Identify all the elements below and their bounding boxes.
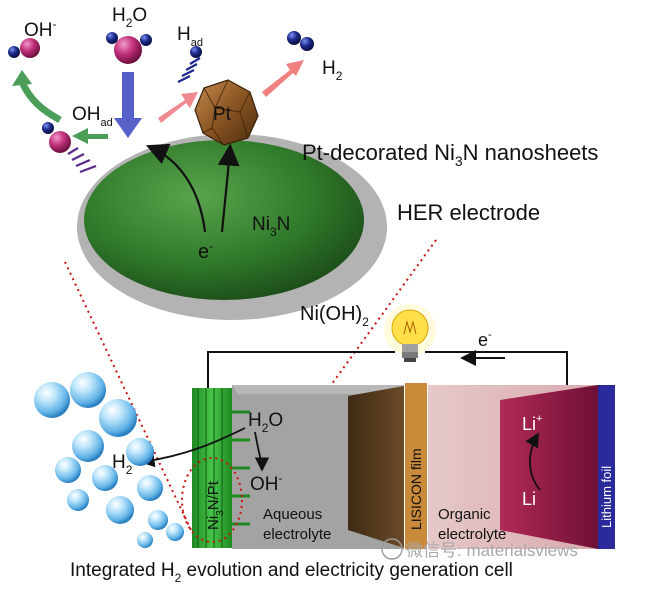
ni3n-pt-vertical-label: Ni3N/Pt (205, 480, 226, 530)
h-ad-label: Had (177, 24, 203, 49)
h2o-down-arrow (114, 72, 142, 138)
to-pt-arrow (158, 92, 198, 123)
external-circuit: e- (207, 329, 568, 388)
h-ad-atom (177, 46, 202, 83)
battery-cell (181, 383, 615, 549)
oh-ad-molecule (42, 122, 97, 174)
lithium-foil (598, 385, 615, 549)
nanosheets-label: Pt-decorated Ni3N nanosheets (302, 140, 598, 169)
zoom-circle (181, 457, 243, 543)
light-bulb-icon (384, 304, 436, 362)
h2o-cell-label: H2O (248, 410, 283, 435)
oh-release-arrow (18, 80, 62, 124)
watermark: 微信号: materialsviews (381, 538, 578, 560)
caption: Integrated H2 evolution and electricity … (70, 560, 513, 585)
cell-labels: H2O H2 OH- Ni3N/Pt Aqueous electrolyte L… (112, 410, 614, 543)
h2-release-arrow (262, 60, 304, 97)
oh-minus-molecule (8, 38, 40, 58)
ni3n-label: Ni3N (252, 214, 290, 239)
nioh2-label: Ni(OH)2 (300, 303, 369, 329)
circuit-electron-label: e- (478, 329, 492, 350)
e-minus-label: e- (198, 239, 213, 263)
li-label: Li (522, 489, 536, 509)
lithium-foil-label: Lithium foil (599, 466, 614, 528)
organic-label-1: Organic (438, 506, 491, 523)
lisicon-label: LISICON film (408, 448, 424, 530)
top-labels: OH- H2O Had OHad Pt H2 Pt-decorated Ni3N… (24, 5, 598, 329)
hydrogen-bubbles (34, 372, 184, 548)
ni3n-pt-electrode (192, 388, 232, 548)
h2o-molecule (106, 32, 152, 64)
lisicon-film (405, 383, 427, 549)
pt-nanoparticle (194, 79, 259, 146)
watermark-text: 微信号: materialsviews (406, 541, 578, 560)
oh-ad-label: OHad (72, 104, 113, 129)
cell-reaction-arrows (140, 427, 541, 491)
oh-cell-label: OH- (250, 471, 283, 495)
aqueous-label-2: electrolyte (263, 526, 331, 543)
electron-arrows (145, 143, 240, 233)
her-electrode-particle (77, 134, 387, 320)
oh-minus-label: OH- (24, 17, 57, 41)
li-plus-label: Li+ (522, 413, 542, 434)
aqueous-label-1: Aqueous (263, 506, 322, 523)
brown-slab (348, 386, 404, 548)
organic-label-2: electrolyte (438, 526, 506, 543)
reaction-arrows (12, 60, 304, 144)
her-electrode-label: HER electrode (397, 200, 540, 225)
lithium-slab (500, 385, 598, 549)
h2-top-label: H2 (322, 58, 343, 83)
h2-molecule (287, 31, 314, 51)
h2-cell-label: H2 (112, 452, 133, 477)
pt-label: Pt (213, 104, 232, 125)
ohad-arrow (72, 128, 108, 144)
h2o-top-label: H2O (112, 5, 147, 30)
